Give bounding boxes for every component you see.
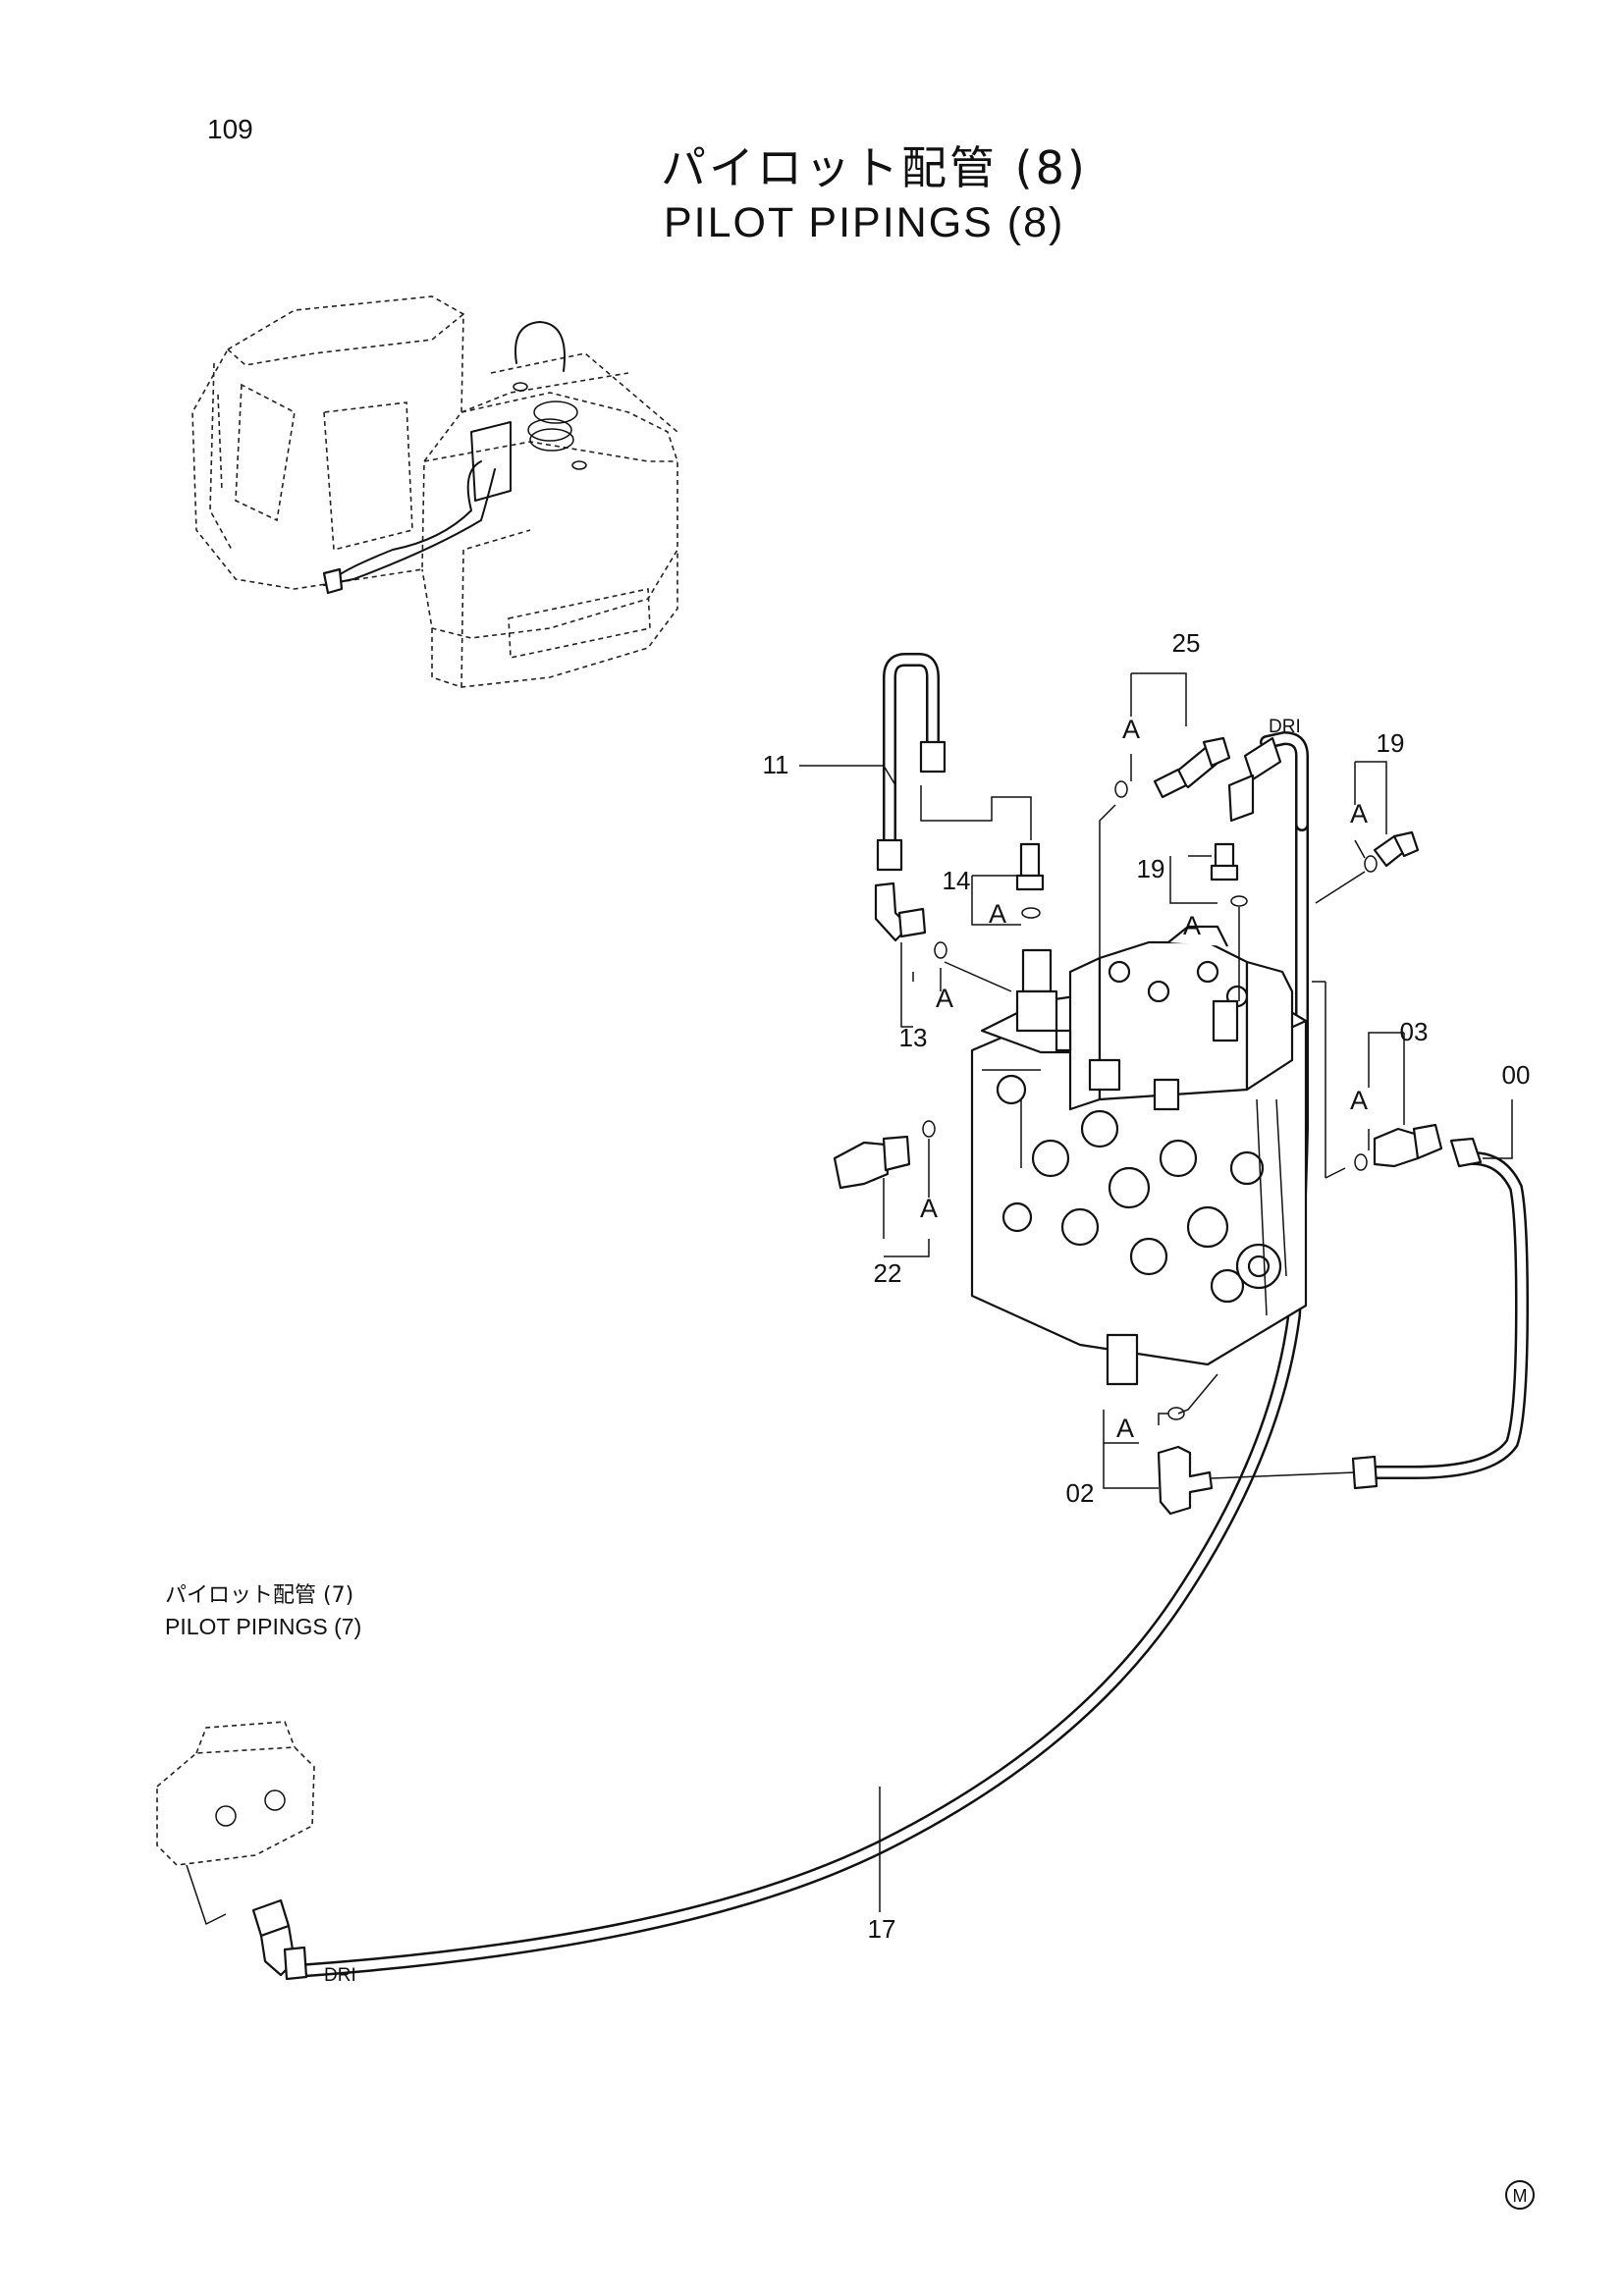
- reference-pilot-valve-illustration: [156, 1721, 315, 1981]
- fitting-14: [1015, 842, 1045, 919]
- fitting-19-lower: [1210, 842, 1239, 881]
- o-rings: [922, 780, 1378, 1171]
- reference-label-english: PILOT PIPINGS (7): [165, 1614, 362, 1639]
- mark-a-03: A: [1350, 1086, 1368, 1115]
- page-title-japanese: パイロット配管 (8): [661, 141, 1088, 194]
- callout-19-lower: 19: [1137, 854, 1165, 883]
- mark-a-19-lower: A: [1183, 911, 1201, 940]
- callout-03: 03: [1400, 1017, 1429, 1046]
- control-valve-body: [970, 925, 1308, 1386]
- fitting-02-tee: [1157, 1407, 1214, 1516]
- reference-label-japanese: パイロット配管 (7): [165, 1583, 354, 1608]
- footer-circled-mark: M: [1505, 2180, 1535, 2210]
- drain-port-label-top: DRI: [1269, 717, 1301, 737]
- assembly-marks: A A A A A A A A: [920, 715, 1368, 1443]
- callout-11: 11: [763, 750, 789, 779]
- fitting-19-upper: [1373, 830, 1420, 868]
- mark-a-13: A: [936, 984, 953, 1013]
- mark-a-22: A: [920, 1194, 938, 1223]
- callout-17: 17: [868, 1914, 896, 1944]
- callout-19-upper: 19: [1377, 728, 1405, 758]
- callout-14: 14: [943, 866, 971, 895]
- callout-25: 25: [1172, 628, 1201, 658]
- callout-labels: 25 11 14 19 19 13 03 00 22 02 17: [763, 628, 1531, 1944]
- callout-02: 02: [1066, 1478, 1095, 1508]
- drain-port-label-bottom: DRI: [324, 1965, 356, 1986]
- pipe-11: [876, 653, 947, 872]
- fitting-25: [1153, 736, 1231, 799]
- excavator-overview-illustration: [191, 295, 678, 688]
- fitting-03: [1373, 1123, 1443, 1168]
- footer-mark-text: M: [1513, 2186, 1528, 2206]
- mark-a-25: A: [1122, 715, 1140, 744]
- pipe-00: [1351, 1137, 1530, 1490]
- callout-22: 22: [874, 1258, 902, 1288]
- page-title-english: PILOT PIPINGS (8): [664, 199, 1065, 246]
- page-number: 109: [207, 114, 253, 144]
- mark-a-14: A: [989, 899, 1006, 929]
- fitting-13: [874, 881, 927, 942]
- callout-00: 00: [1502, 1060, 1531, 1090]
- leader-lines: [799, 672, 1513, 1912]
- fitting-22: [833, 1135, 911, 1190]
- mark-a-19-upper: A: [1350, 799, 1368, 828]
- mark-a-02: A: [1116, 1414, 1134, 1443]
- callout-13: 13: [899, 1023, 928, 1052]
